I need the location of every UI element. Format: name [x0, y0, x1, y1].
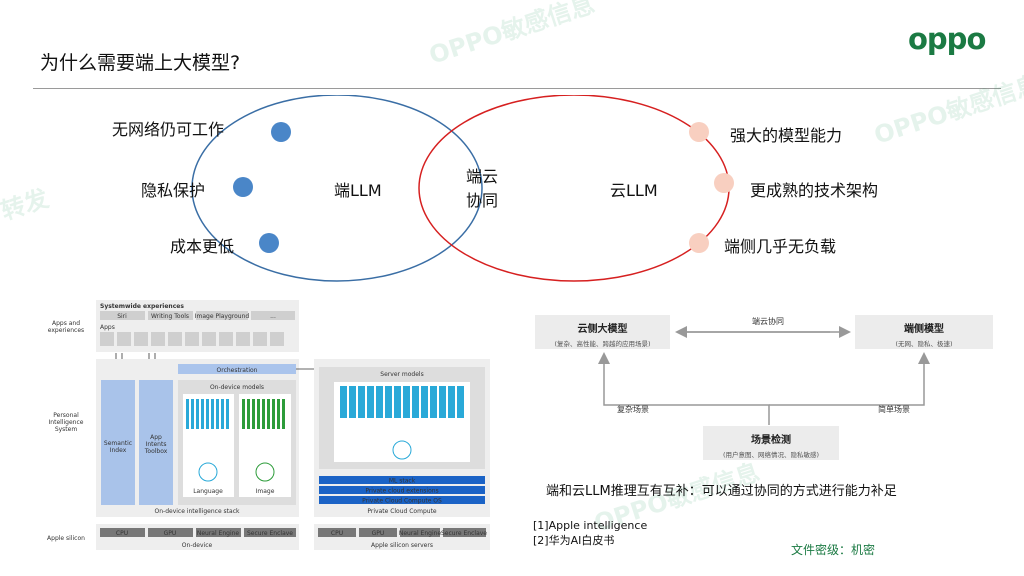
edge-model-box: 端侧模型 (无网、隐私、极速)	[855, 315, 993, 349]
edge-benefit-privacy: 隐私保护	[141, 181, 206, 200]
chip-more: ...	[270, 313, 276, 320]
edge-benefit-offline: 无网络仍可工作	[112, 120, 225, 139]
edge-benefit-cost: 成本更低	[170, 237, 235, 256]
summary-text: 端和云LLM推理互有互补：可以通过协同的方式进行能力补足	[546, 484, 897, 499]
reference-2: [2]华为AI白皮书	[533, 534, 615, 547]
edge-model-sub: (无网、隐私、极速)	[895, 340, 953, 348]
watermark: OPPO敏感信息	[425, 0, 598, 70]
silicon-cpu: CPU	[116, 530, 128, 537]
edge-circle	[191, 95, 483, 282]
left-dot-3	[259, 233, 279, 253]
edge-llm-label: 端LLM	[334, 181, 382, 200]
image-label: Image	[256, 488, 275, 495]
silicon-secure-enclave: Secure Enclave	[247, 530, 293, 537]
private-cloud-compute-label: Private Cloud Compute	[367, 508, 437, 515]
cloud-benefit-architecture: 更成熟的技术架构	[750, 181, 879, 200]
ml-stack-label: ML stack	[389, 478, 416, 485]
chip-siri: Siri	[117, 313, 127, 320]
chip-writing-tools: Writing Tools	[151, 313, 189, 320]
slide-title: 为什么需要端上大模型?	[40, 52, 241, 74]
scene-detection-box: 场景检测 (用户意图、网络情况、隐私敏感)	[703, 426, 839, 460]
classification-label: 文件密级：机密	[791, 543, 876, 557]
complex-scene-label: 复杂场景	[617, 405, 649, 414]
right-dot-2	[714, 173, 734, 193]
venn-diagram	[191, 95, 734, 282]
systemwide-label: Systemwide experiences	[100, 303, 184, 310]
edge-model-title: 端侧模型	[904, 324, 944, 335]
private-cloud-os-label: Private Cloud Compute OS	[362, 498, 442, 505]
cloud-model-title: 云侧大模型	[577, 324, 628, 335]
cloud-benefit-capability: 强大的模型能力	[730, 126, 843, 145]
chip-image-playground: Image Playground	[195, 313, 250, 320]
on-device-label: On-device	[182, 542, 213, 549]
edge-cloud-collab-label: 端云 协同	[452, 165, 512, 213]
cloud-benefit-no-load: 端侧几乎无负载	[724, 237, 837, 256]
left-dot-1	[271, 122, 291, 142]
server-neural-engine: Neural Engine	[399, 530, 442, 537]
right-dot-3	[689, 233, 709, 253]
server-gpu: GPU	[372, 530, 385, 537]
flow-connectors	[598, 326, 930, 425]
apple-silicon-servers-label: Apple silicon servers	[371, 542, 433, 549]
on-device-models-label: On-device models	[210, 384, 264, 391]
simple-path	[769, 352, 930, 406]
orchestration-label: Orchestration	[217, 367, 258, 374]
silicon-gpu: GPU	[164, 530, 177, 537]
simple-scene-label: 简单场景	[878, 405, 910, 414]
complex-path	[598, 352, 770, 425]
cloud-model-box: 云侧大模型 (复杂、高性能、跨越的应用场景)	[535, 315, 670, 349]
right-dot-1	[689, 122, 709, 142]
server-models-label: Server models	[380, 371, 423, 378]
apps-label: Apps	[100, 324, 115, 331]
on-device-stack-label: On-device intelligence stack	[155, 508, 240, 515]
overlap-line-2: 协同	[465, 191, 498, 210]
title-divider	[33, 88, 1001, 89]
row-label-silicon: Apple silicon	[47, 535, 85, 542]
collab-label: 端云协同	[752, 317, 784, 326]
left-dot-2	[233, 177, 253, 197]
language-label: Language	[193, 488, 223, 495]
scene-detection-sub: (用户意图、网络情况、隐私敏感)	[722, 451, 820, 459]
silicon-neural-engine: Neural Engine	[197, 530, 240, 537]
overlap-line-1: 端云	[465, 167, 498, 186]
scene-detection-title: 场景检测	[751, 435, 791, 446]
reference-1: [1]Apple intelligence	[533, 519, 648, 532]
private-cloud-extensions-label: Private cloud extensions	[365, 488, 438, 495]
cloud-llm-label: 云LLM	[610, 181, 658, 200]
oppo-logo: oppo	[908, 22, 986, 56]
cloud-model-sub: (复杂、高性能、跨越的应用场景)	[554, 340, 651, 348]
server-cpu: CPU	[331, 530, 343, 537]
server-secure-enclave: Secure Enclave	[441, 530, 487, 537]
